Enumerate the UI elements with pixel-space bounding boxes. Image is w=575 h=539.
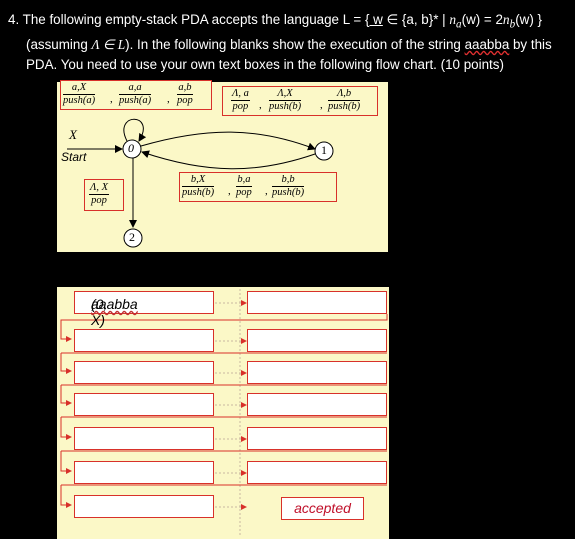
config-box-left-7[interactable] [74, 495, 214, 518]
state-1-circle [314, 141, 334, 161]
config-box-left-5[interactable] [74, 427, 214, 450]
edge-1-0 [141, 150, 316, 170]
config-box-right-6[interactable] [247, 461, 387, 484]
start-label: Start [61, 150, 87, 164]
config-box-right-5[interactable] [247, 427, 387, 450]
initial-stack-symbol: X [69, 127, 77, 142]
config-box-left-2[interactable] [74, 329, 214, 352]
question-line3: PDA. You need to use your own text boxes… [26, 56, 504, 72]
edge-0-1 [140, 131, 316, 151]
question-text: 4. The following empty-stack PDA accepts… [8, 10, 568, 74]
accepted-box: accepted [281, 497, 364, 520]
state-2-label: 2 [129, 230, 135, 244]
question-number: 4. [8, 12, 20, 27]
state-0-circle [122, 139, 142, 159]
state-2-circle [123, 228, 143, 248]
config-box-right-4[interactable] [247, 393, 387, 416]
flow-chart: (0, aaabba, X) [57, 287, 389, 539]
question-line2: (assuming Λ ∈ L). In the following blank… [26, 37, 552, 53]
config-box-initial[interactable]: (0, aaabba, X) [74, 291, 214, 328]
state-0-label: 0 [128, 141, 134, 155]
config-box-right-2[interactable] [247, 329, 387, 352]
config-box-right-1[interactable] [247, 291, 387, 314]
config-box-left-4[interactable] [74, 393, 214, 416]
pda-edges [67, 118, 334, 248]
state-1-label: 1 [321, 143, 327, 157]
config-box-left-3[interactable] [74, 361, 214, 384]
config-box-right-3[interactable] [247, 361, 387, 384]
question-points: (10 points) [440, 56, 504, 72]
question-line1: The following empty-stack PDA accepts th… [22, 12, 542, 31]
loop-0 [123, 118, 147, 142]
config-box-left-6[interactable] [74, 461, 214, 484]
flow-connectors [60, 289, 388, 537]
